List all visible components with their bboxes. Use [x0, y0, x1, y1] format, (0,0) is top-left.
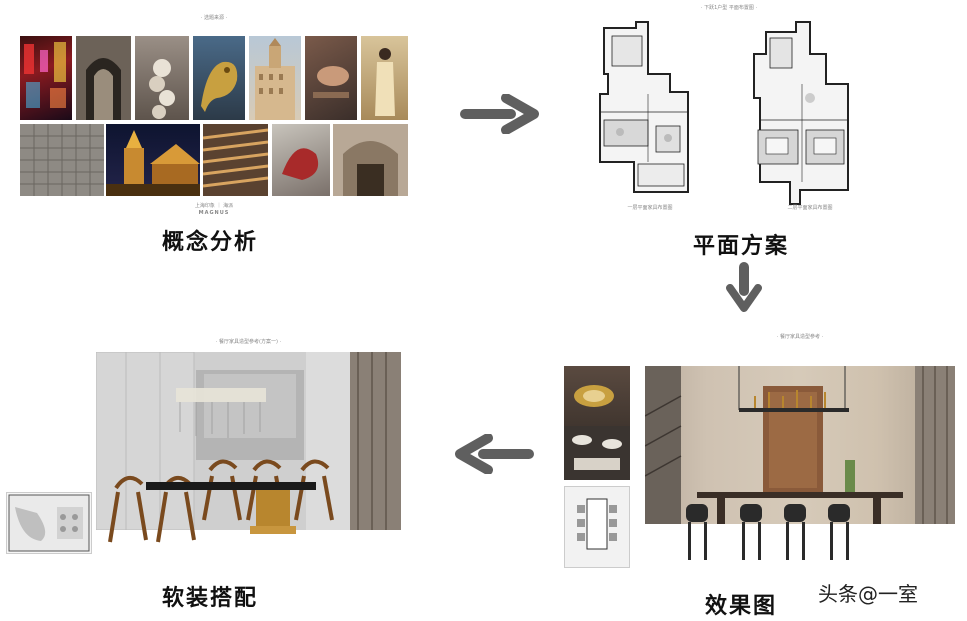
pagoda-graphic — [106, 130, 200, 196]
dining-render-graphic — [645, 366, 955, 524]
lanes-grid-graphic — [20, 124, 104, 196]
qipao-graphic — [375, 48, 395, 116]
craft-graphic — [313, 66, 349, 98]
soft-layout-graphic — [8, 494, 90, 552]
aerial-lanes-photo — [20, 124, 104, 196]
watermark: 头条@一室 — [818, 582, 918, 606]
dining-plan-thumb — [564, 486, 630, 568]
soft-furniture-graphic — [108, 459, 334, 543]
soft-elevation-graphic — [96, 352, 401, 530]
rope-knot-photo — [135, 36, 189, 120]
gate-graphic — [343, 141, 398, 196]
neon-signs-graphic — [24, 42, 66, 108]
yuyuan-night-photo — [106, 124, 200, 196]
arrow-down-icon — [726, 262, 762, 312]
concept-logo: MAGNUS — [198, 210, 230, 216]
concept-label: 概念分析 — [162, 230, 259, 255]
soft-layout-plan — [6, 492, 92, 554]
soft-label: 软装搭配 — [162, 586, 259, 611]
archway-graphic — [86, 58, 121, 120]
arrow-left-icon — [455, 434, 534, 474]
concept-board-caption: 上海印象 ｜ 海派 — [194, 203, 234, 209]
soft-elevation-photo — [96, 352, 401, 530]
floor2-caption: 二层平面家具布置图 — [787, 205, 833, 211]
neon-street-photo — [20, 36, 72, 120]
tableware-graphic — [564, 385, 630, 480]
floor1-plan — [599, 21, 689, 193]
dining-plan-graphic — [577, 498, 617, 550]
qipao-figure-photo — [361, 36, 408, 120]
dining-render-photo — [645, 366, 955, 524]
render-board-title: · 餐厅家具造型参考 · — [776, 334, 824, 340]
soft-board-title: · 餐厅家具造型参考(方案一) · — [215, 339, 282, 345]
flower-graphic — [282, 148, 319, 180]
concept-board-title: · 选题来源 · — [200, 15, 228, 21]
craft-hands-photo — [305, 36, 357, 120]
floor2-plan — [753, 21, 849, 205]
chopsticks-graphic — [203, 128, 268, 188]
tableware-photo — [564, 366, 630, 480]
shikumen-gate-photo — [333, 124, 408, 196]
golden-dragon-photo — [193, 36, 245, 120]
bund-building-graphic — [255, 38, 295, 120]
plan-label: 平面方案 — [693, 234, 790, 259]
rope-graphic — [149, 59, 175, 119]
render-label: 效果图 — [705, 594, 778, 619]
concept-board: · 选题来源 · — [20, 12, 408, 222]
bund-building-photo — [249, 36, 301, 120]
red-flower-photo — [272, 124, 330, 196]
archway-photo — [76, 36, 131, 120]
floorplan-drawings — [599, 21, 849, 205]
floorplan-board-title: · 下跃1户型 平面布置图 · — [700, 5, 758, 11]
floorplan-board: · 下跃1户型 平面布置图 · 一层平面家具布置图 二层 — [590, 4, 868, 214]
dragon-graphic — [201, 61, 238, 112]
chopsticks-photo — [203, 124, 268, 196]
floor1-caption: 一层平面家具布置图 — [627, 205, 673, 211]
render-chairs-graphic — [686, 504, 850, 560]
arrow-right-icon — [460, 94, 539, 134]
